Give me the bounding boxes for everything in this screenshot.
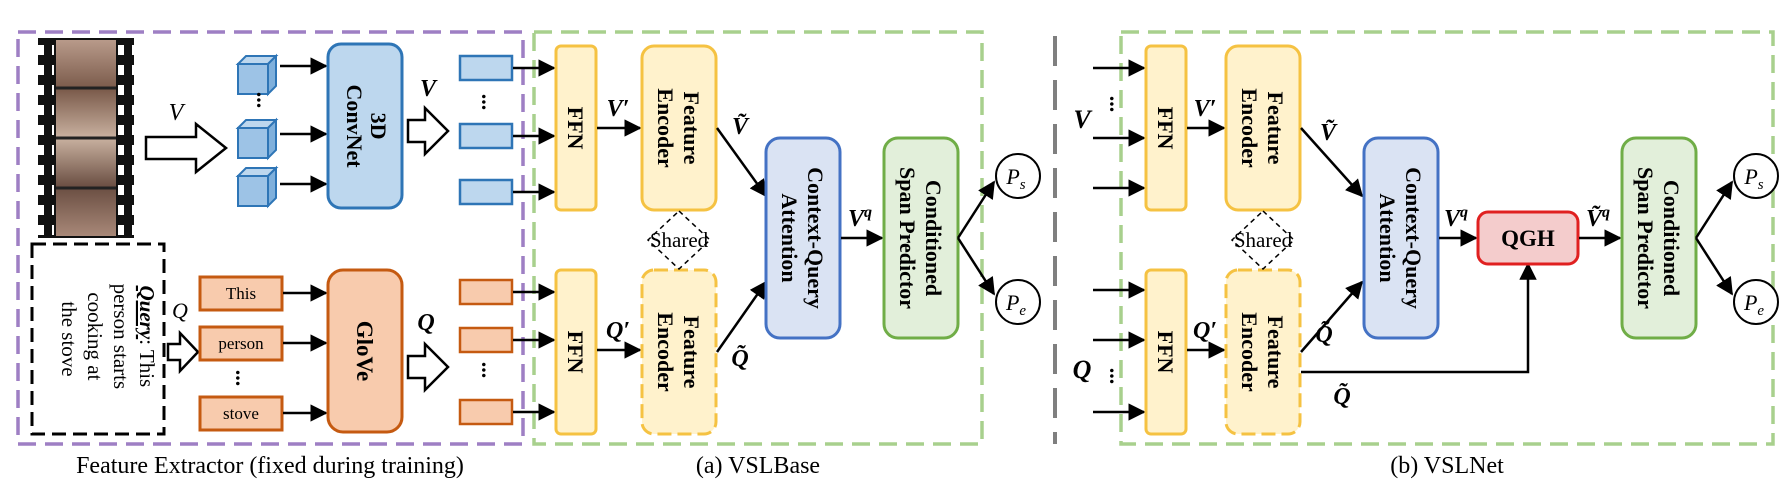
output-q-label: Q: [417, 310, 434, 336]
vslbase-qtilde-label: Q̃: [731, 346, 748, 372]
input-v-label: V: [169, 100, 186, 126]
feature-extractor-border: [16, 30, 525, 446]
vslbase-ps-node: [995, 153, 1041, 199]
cube-ellipsis: ...: [252, 92, 277, 109]
vslnet-qgh-label: QGH: [1501, 226, 1555, 251]
input-q-label: Q: [172, 298, 188, 323]
vslnet-qtilde-arrow: [1300, 280, 1364, 353]
vslnet-qprime-label: Q′: [1193, 318, 1217, 344]
output-v-label: V: [420, 76, 438, 102]
word-ellipsis: ...: [231, 370, 256, 387]
vslnet-shared-label: Shared: [1234, 228, 1293, 252]
glove-label: GloVe: [352, 321, 377, 382]
convnet-label: 3DConvNet: [342, 84, 391, 168]
vslbase-cq-attention: [764, 136, 842, 340]
video-hollow-arrow: [144, 121, 229, 175]
vslnet-video-encoder: [1224, 44, 1302, 212]
glove-output-hollow-arrow: [406, 340, 450, 394]
vslnet-cq-attention: [1362, 136, 1440, 340]
word-box: [198, 395, 284, 432]
vslbase-pe-node: [995, 279, 1041, 325]
vslnet-pe-node: [1733, 279, 1779, 325]
vslbase-query-encoder-label: FeatureEncoder: [653, 312, 704, 392]
vslnet-qgh-box: [1476, 210, 1580, 266]
vslnet-query-ffn: [1144, 268, 1188, 436]
query-feature-rect: [458, 326, 514, 354]
vslnet-qtilde-lower-label: Q̃: [1333, 384, 1350, 410]
vslbase-query-ffn: [554, 268, 598, 436]
video-cube: [235, 53, 279, 97]
video-cube: [235, 117, 279, 161]
vslnet-pe-arrow: [1694, 237, 1734, 296]
vslbase-video-ffn-label: FFN: [563, 107, 588, 150]
vslbase-span-predictor-label: ConditionedSpan Predictor: [895, 167, 946, 309]
video-feature-rect: [458, 178, 514, 206]
vslnet-vq-label: Vq: [1444, 204, 1468, 232]
vslbase-pe-arrow: [956, 237, 996, 296]
word-this: This: [226, 284, 256, 303]
vslnet-vtilde-label: Ṽ: [1320, 120, 1338, 146]
vslbase-qtilde-arrow: [715, 280, 768, 353]
video-feature-rect: [458, 122, 514, 150]
query-hollow-arrow: [166, 329, 200, 375]
vslnet-q-label: Q: [1073, 355, 1092, 384]
vslnet-vq-tilde-label: Ṽq: [1586, 204, 1610, 232]
vslnet-query-ffn-label: FFN: [1153, 331, 1178, 374]
video-feature-rect: [458, 54, 514, 82]
vslbase-video-encoder: [640, 44, 718, 212]
query-feature-ellipsis: ...: [477, 362, 502, 379]
vslnet-vprime-label: V′: [1194, 96, 1217, 122]
vslnet-shared-diamond: [1230, 209, 1296, 271]
vslnet-cq-attention-label: Context-QueryAttention: [1375, 167, 1426, 309]
word-stove: stove: [223, 404, 259, 423]
video-feature-ellipsis: ...: [477, 94, 502, 111]
vslnet-video-encoder-label: FeatureEncoder: [1237, 88, 1288, 168]
vslbase-cq-attention-label: Context-QueryAttention: [777, 167, 828, 309]
convnet-output-hollow-arrow: [406, 104, 450, 158]
vslnet-v-label: V: [1073, 105, 1093, 134]
query-text: Query: This person starts cooking at the…: [57, 284, 159, 395]
vslnet-qtilde-label: Q̃: [1315, 322, 1332, 348]
vslnet-v-ellipsis: ...: [1105, 96, 1130, 113]
query-feature-rect: [458, 278, 514, 306]
feature-extractor-caption: Feature Extractor (fixed during training…: [76, 453, 464, 479]
word-box: [198, 275, 284, 312]
vslbase-caption: (a) VSLBase: [696, 453, 820, 479]
vslnet-video-ffn: [1144, 44, 1188, 212]
vslbase-vq-label: Vq: [848, 204, 872, 232]
vslbase-shared-label: Shared: [650, 228, 709, 252]
glove-box: [326, 268, 404, 434]
vslnet-ps-node: [1733, 153, 1779, 199]
vslbase-video-encoder-label: FeatureEncoder: [653, 88, 704, 168]
vslnet-ps-arrow: [1694, 180, 1734, 239]
vslnet-vtilde-arrow: [1300, 127, 1364, 198]
vslbase-vtilde-arrow: [715, 127, 768, 198]
query-box: [30, 242, 166, 436]
vslnet-video-ffn-label: FFN: [1153, 107, 1178, 150]
vslbase-qprime-label: Q′: [606, 318, 630, 344]
word-box: [198, 325, 284, 362]
vslbase-query-ffn-label: FFN: [563, 331, 588, 374]
vslnet-qtilde-to-qgh-arrow: [1301, 262, 1537, 374]
vslbase-border: [532, 30, 984, 446]
vslbase-ps-arrow: [956, 180, 996, 239]
convnet-box: [326, 42, 404, 210]
vslnet-q-ellipsis: ...: [1105, 368, 1130, 385]
query-feature-rect: [458, 398, 514, 426]
vslnet-border: [1119, 30, 1775, 446]
vslnet-span-predictor-label: ConditionedSpan Predictor: [1633, 167, 1684, 309]
video-film-strip: [38, 38, 134, 238]
vslbase-video-ffn: [554, 44, 598, 212]
video-cube: [235, 165, 279, 209]
vslbase-vprime-label: V′: [607, 96, 630, 122]
word-person: person: [218, 334, 264, 353]
vslbase-shared-diamond: [646, 209, 712, 271]
vslbase-vtilde-label: Ṽ: [732, 114, 750, 140]
vslnet-query-encoder-label: FeatureEncoder: [1237, 312, 1288, 392]
vslnet-caption: (b) VSLNet: [1390, 453, 1504, 479]
